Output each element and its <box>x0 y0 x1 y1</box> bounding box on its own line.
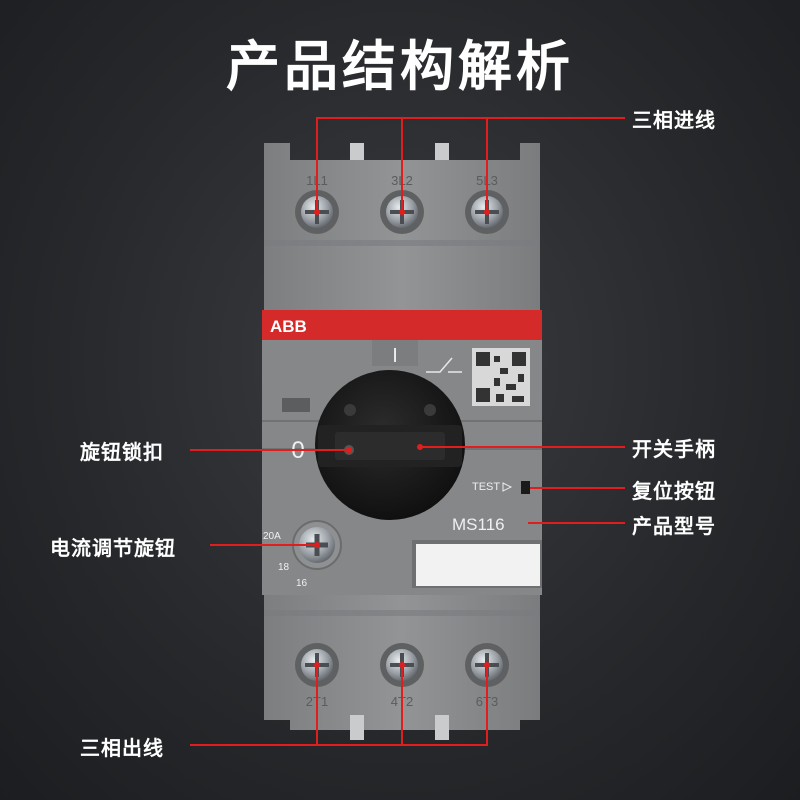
contact-symbol-icon <box>426 357 462 373</box>
dial-mark: 16 <box>296 578 308 589</box>
test-label: TEST <box>472 481 500 493</box>
brand-logo: ABB <box>270 317 307 336</box>
label-window <box>416 544 540 586</box>
dial-mark: 20A <box>263 531 281 542</box>
play-triangle-icon <box>502 482 513 492</box>
callout-line-out: 三相出线 <box>80 736 164 760</box>
callout-lines <box>190 117 625 746</box>
bottom-clip <box>350 715 364 740</box>
callout-reset: 复位按钮 <box>632 479 716 503</box>
brand-band <box>262 310 542 340</box>
callout-model: 产品型号 <box>632 514 716 538</box>
reset-button[interactable] <box>521 481 530 494</box>
callout-current-dial: 电流调节旋钮 <box>50 536 176 560</box>
lock-tab <box>282 398 310 412</box>
callout-line-in: 三相进线 <box>632 108 716 132</box>
page-title: 产品结构解析 <box>226 35 574 98</box>
qr-code-icon <box>472 348 530 406</box>
dial-mark: 18 <box>278 562 290 573</box>
callout-handle: 开关手柄 <box>632 437 716 461</box>
model-number: MS116 <box>452 515 505 534</box>
bottom-clip <box>435 715 449 740</box>
callout-knob-lock: 旋钮锁扣 <box>80 440 164 464</box>
on-mark: I <box>392 345 398 367</box>
